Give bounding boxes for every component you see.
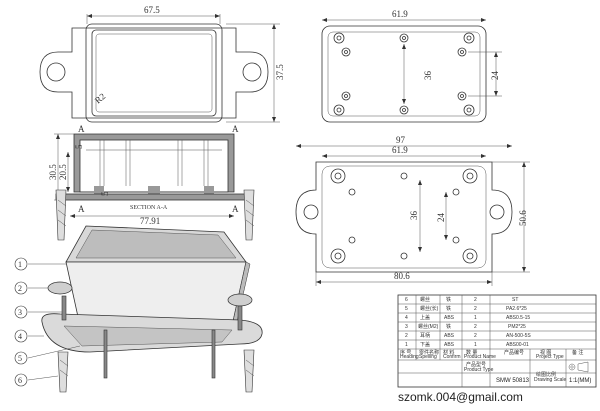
bom-hdr-no: 序 号: [400, 349, 411, 356]
bom-row4-name: 螺丝(M2): [418, 323, 439, 330]
exploded-view: 1 2 3 4 5 6: [14, 189, 263, 393]
bom-hdr-no-en: Heading: [400, 354, 419, 360]
bom-row1-mat: 铁: [446, 296, 451, 303]
bom-row3-note: ABS0.5-15: [506, 315, 530, 321]
bom-hdr-mat-en: Confirm: [443, 354, 461, 360]
bom-row5-name: 耳柄: [420, 332, 430, 339]
callout-4: 4: [18, 332, 22, 341]
bom-product-code: SMW 50813: [496, 378, 530, 384]
bom-row6-mat: ABS: [444, 342, 455, 348]
bt-height-inner: 24: [490, 71, 500, 81]
bom-scale: 1:1(MM): [569, 378, 591, 384]
bom-hdr-name: 零件名称: [419, 349, 439, 356]
bom-hdr-mat: 材 料: [443, 349, 454, 356]
bt-height-outer: 36: [423, 71, 433, 81]
callout-3: 3: [18, 308, 22, 317]
section-mark-top: A: [78, 124, 85, 134]
bom-hdr-part: 产品编号: [504, 349, 524, 356]
bom-row5-no: 2: [405, 333, 408, 339]
bom-row5-note: AN-500-5S: [506, 333, 531, 339]
bv-base-width: 80.6: [394, 271, 410, 281]
bom-row3-qty: 1: [474, 315, 477, 321]
bom-hdr-name-en: Spelling: [419, 354, 437, 360]
bt-width-dim: 61.9: [392, 9, 408, 19]
bom-row6-note: ABS00-01: [506, 342, 529, 348]
section-lip-dim: 5: [74, 144, 84, 149]
bom-row4-qty: 2: [474, 324, 477, 330]
bom-hdr-note: 备 注: [572, 349, 583, 356]
bom-row6-name: 下盖: [420, 341, 430, 348]
section-mark-bottom-right: A: [232, 204, 239, 214]
bottom-top-view: 61.9 36 24: [321, 9, 502, 123]
bom-table: 6 螺丝 铁 2 ST 5 螺丝(长) 铁 2 PA2.6*25 4 上盖 AB…: [397, 294, 597, 388]
bom-row2-name: 螺丝(长): [420, 305, 439, 312]
bom-row6-qty: 1: [474, 342, 477, 348]
bom-row6-no: 1: [405, 342, 408, 348]
bom-product-label-en: Product Type: [464, 367, 494, 373]
projection-symbol-icon: [568, 361, 589, 373]
bv-height-mid: 36: [409, 211, 419, 221]
bom-row4-note: PM2*25: [508, 324, 526, 330]
top-height-dim: 37.5: [275, 64, 285, 80]
bom-row1-name: 螺丝: [420, 296, 430, 303]
bom-row1-no: 6: [405, 297, 408, 303]
bom-scale-label-en: Drawing Scale: [534, 377, 566, 383]
top-view: 67.5 R2 37.5: [39, 5, 285, 123]
radius-label: R2: [93, 91, 107, 105]
bom-hdr-view-en: Project Type: [536, 354, 564, 360]
top-width-dim: 67.5: [144, 5, 160, 15]
bom-product-label: 产品型号: [466, 361, 486, 368]
bom-row4-no: 3: [405, 324, 408, 330]
section-foot-dim: 5: [100, 191, 110, 196]
bom-row2-mat: 铁: [446, 305, 451, 312]
bom-row5-mat: ABS: [444, 333, 455, 339]
bv-overall-width: 97: [396, 135, 406, 145]
callout-2: 2: [18, 284, 22, 293]
bom-row4-mat: 铁: [446, 323, 451, 330]
bom-row2-qty: 2: [474, 306, 477, 312]
bom-row2-no: 5: [405, 306, 408, 312]
bom-row1-qty: 2: [474, 297, 477, 303]
section-mark-bottom: A: [78, 204, 85, 214]
bom-row5-qty: 2: [474, 333, 477, 339]
section-height-body: 20.5: [58, 164, 68, 180]
bom-row3-mat: ABS: [444, 315, 455, 321]
contact-email: szomk.004@gmail.com: [398, 390, 523, 404]
section-view: A A 30.5 20.5 5 5: [48, 124, 253, 226]
bv-inner-width: 61.9: [392, 145, 408, 155]
bom-hdr-qty-en: Product Name: [464, 354, 496, 360]
section-height-total: 30.5: [48, 164, 58, 180]
bom-row2-note: PA2.6*25: [506, 306, 527, 312]
bom-hdr-qty: 数 量: [466, 349, 477, 356]
bv-height-outer: 50.6: [518, 210, 528, 226]
bom-hdr-view: 视 图: [540, 349, 551, 356]
callout-5: 5: [18, 354, 22, 363]
bottom-view: 97 61.9 36 24 50.6: [295, 135, 530, 286]
callout-1: 1: [18, 260, 22, 269]
bv-height-inner: 24: [436, 213, 446, 223]
bom-row1-note: ST: [512, 297, 518, 303]
section-mark-top-right: A: [232, 124, 239, 134]
bom-scale-label: 绘图比例: [536, 371, 556, 378]
section-label: SECTION A-A: [130, 205, 168, 211]
callout-6: 6: [18, 376, 22, 385]
bom-row3-name: 上盖: [420, 314, 430, 321]
section-width-dim: 77.91: [140, 216, 160, 226]
bom-row3-no: 4: [405, 315, 408, 321]
